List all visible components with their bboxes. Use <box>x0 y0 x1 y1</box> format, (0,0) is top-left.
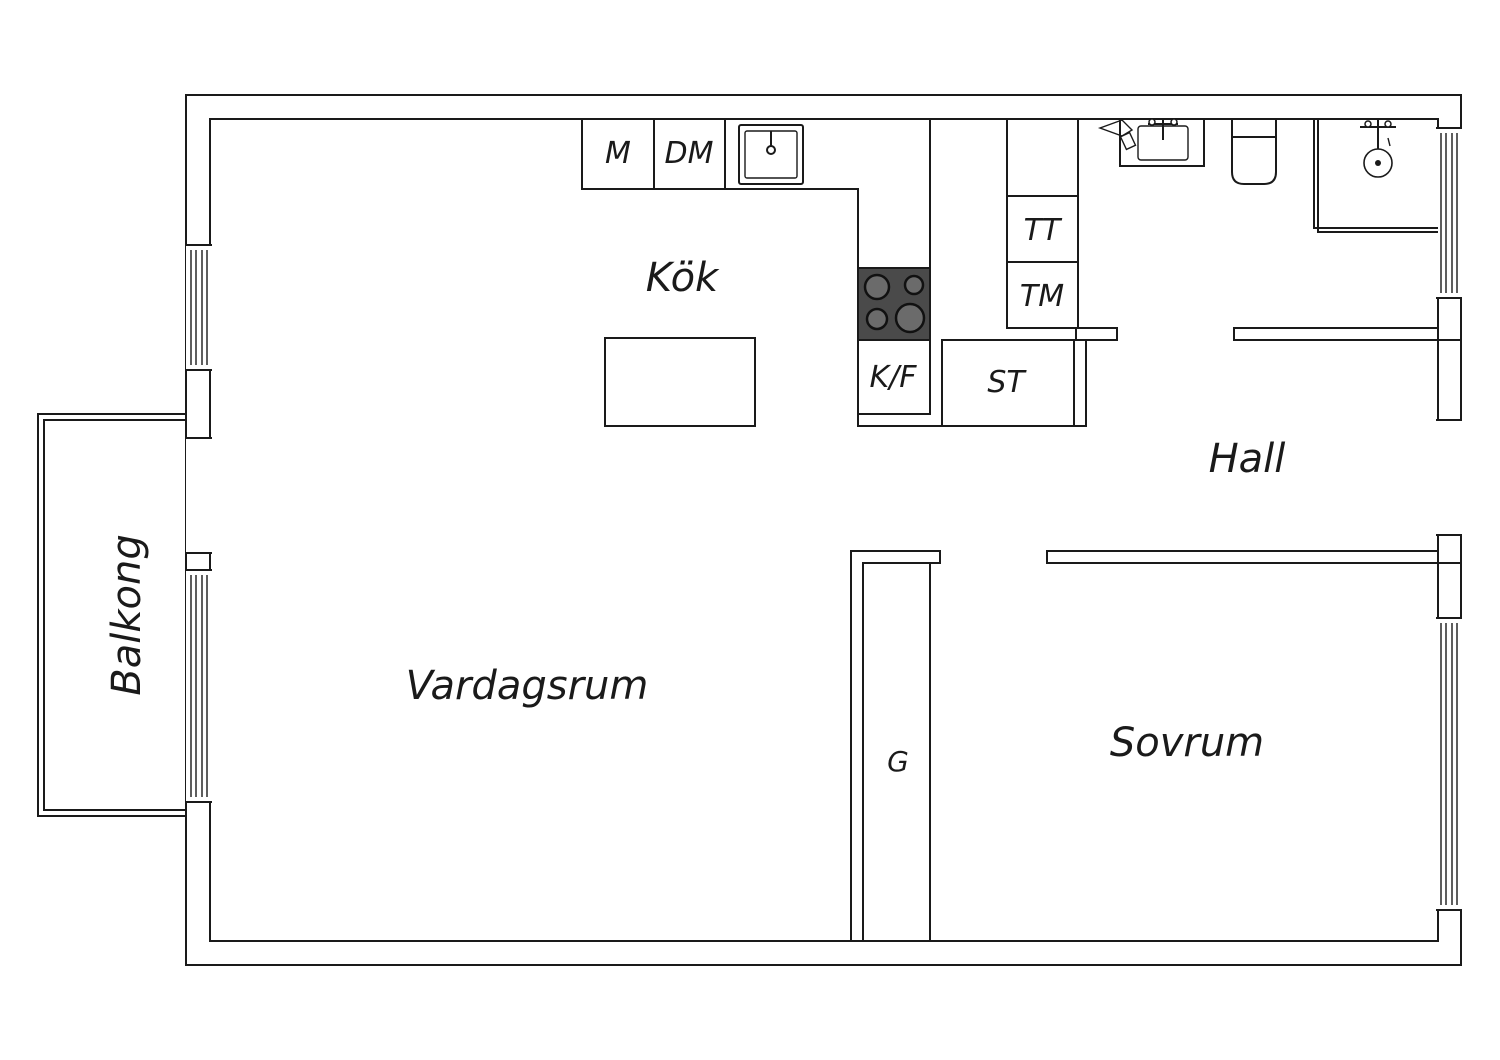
washbasin-icon <box>1097 118 1205 167</box>
balcony-label: Balkong <box>104 534 150 695</box>
living-room-label: Vardagsrum <box>406 663 649 709</box>
room-labels: Kök Hall Vardagsrum Sovrum <box>406 255 1286 766</box>
storage-cabinet <box>941 339 1075 427</box>
interior-walls <box>850 119 1462 942</box>
storage-label: ST <box>987 365 1027 400</box>
microwave-label: M <box>605 136 631 171</box>
balcony: Balkong <box>37 413 186 817</box>
fridge-freezer <box>857 339 931 415</box>
laundry-cabinet <box>1006 118 1079 329</box>
stove-icon <box>857 267 931 341</box>
left-windows <box>186 244 212 803</box>
fridge-freezer-label: K/F <box>869 360 917 395</box>
washer-label: TM <box>1020 279 1064 314</box>
right-windows <box>1436 127 1462 911</box>
bathroom-fixtures <box>1097 118 1396 185</box>
dryer-label: TT <box>1024 213 1063 248</box>
kitchen-label: Kök <box>646 255 720 301</box>
dishwasher-label: DM <box>665 136 714 171</box>
exterior-wall <box>185 94 1462 966</box>
kitchen-island <box>604 337 756 427</box>
toilet-icon <box>1231 118 1277 185</box>
hall-label: Hall <box>1209 436 1286 482</box>
bedroom-label: Sovrum <box>1110 720 1264 766</box>
kitchen-fixtures: M DM K/F ST <box>581 118 1075 427</box>
outer-walls <box>185 94 1462 966</box>
shower-icon <box>1360 119 1396 178</box>
laundry-fixtures: TT TM <box>1006 118 1079 329</box>
kitchen-sink-icon <box>738 124 804 185</box>
wardrobe-label: G <box>887 745 909 778</box>
wardrobe: G <box>862 562 931 942</box>
wardrobe-cabinet <box>862 562 931 942</box>
